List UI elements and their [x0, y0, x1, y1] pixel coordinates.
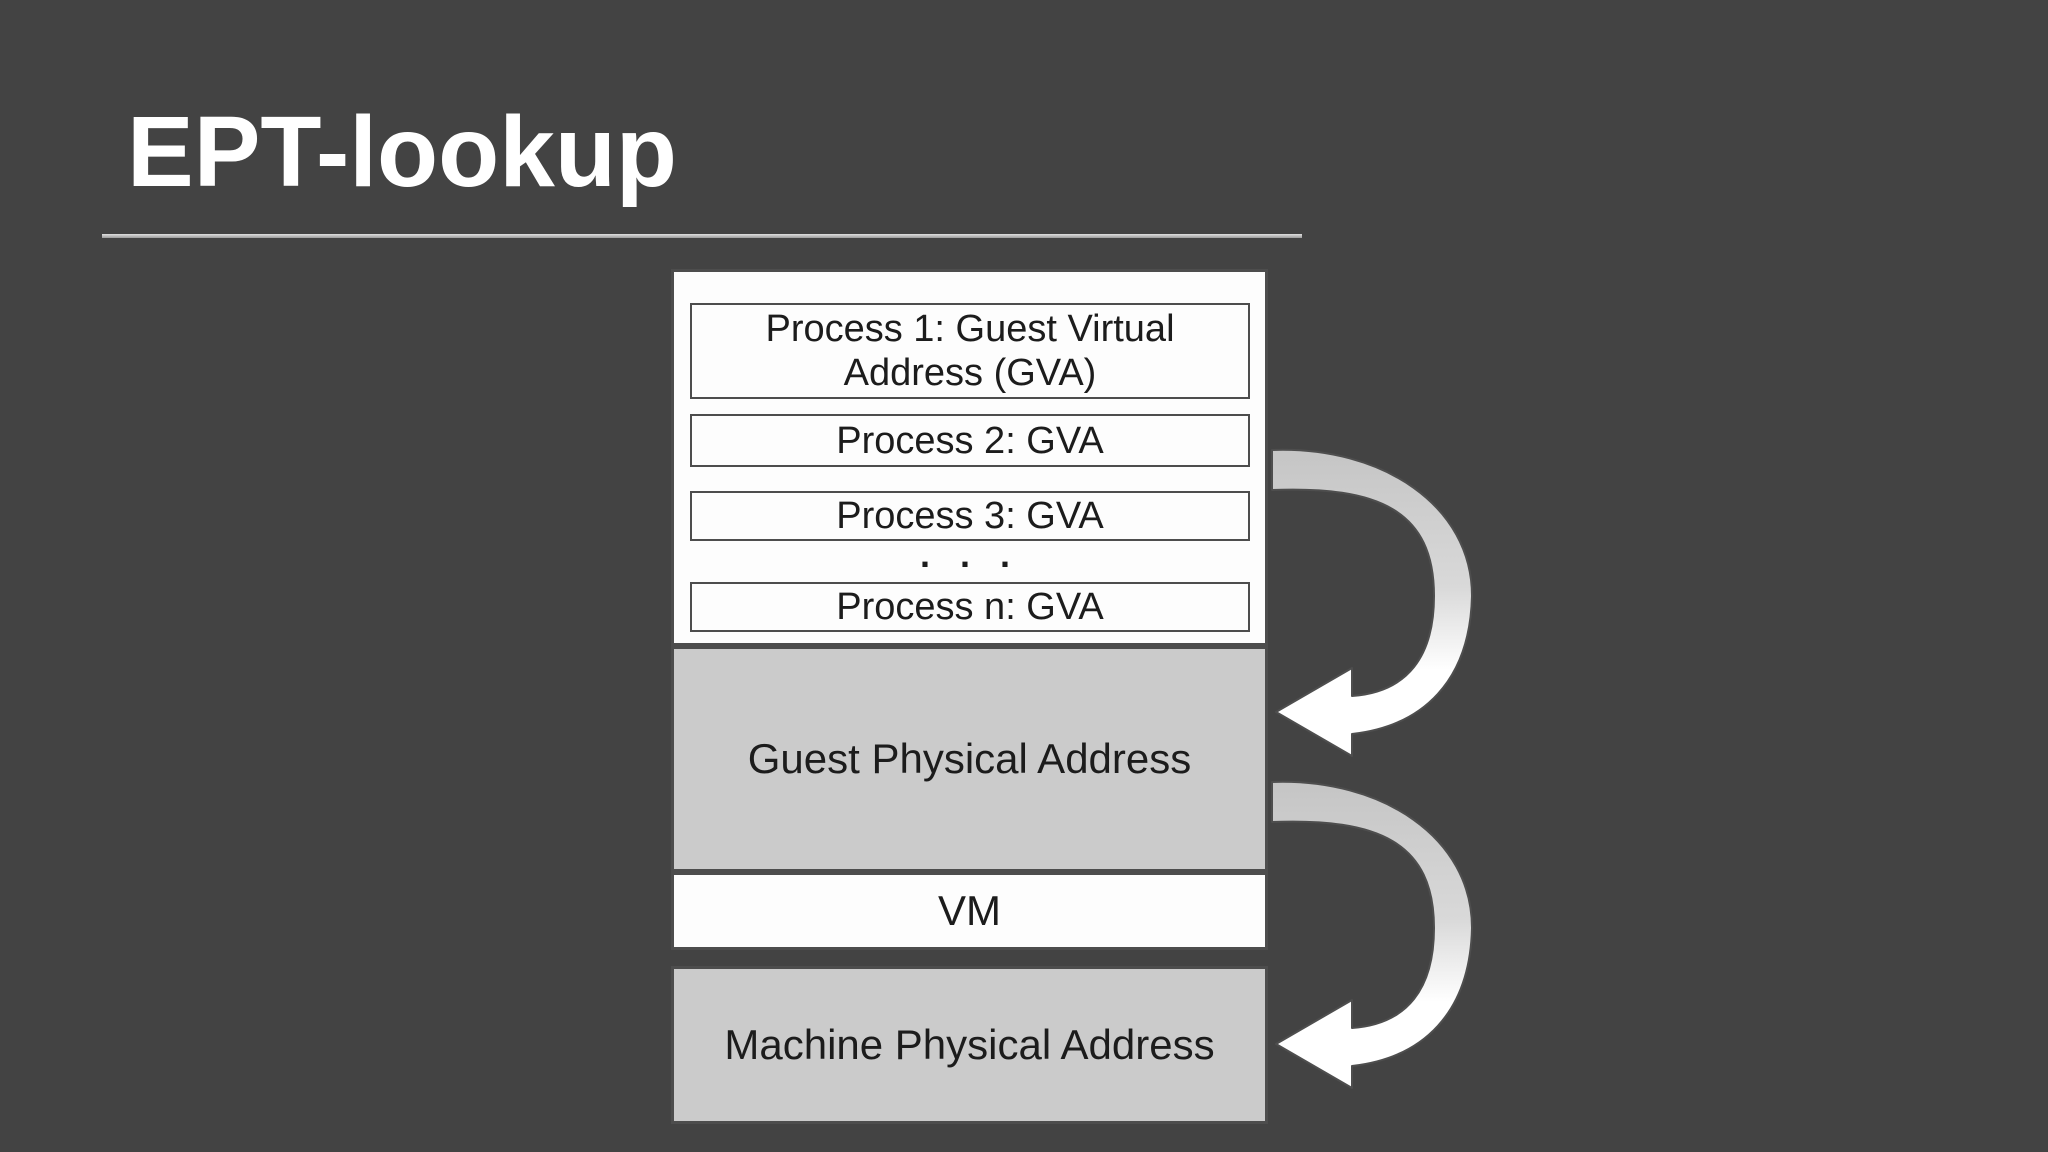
- process-3-label: Process 3: GVA: [836, 495, 1104, 537]
- process-2-gva-box: Process 2: GVA: [690, 414, 1250, 467]
- process-3-gva-box: Process 3: GVA: [690, 491, 1250, 541]
- guest-physical-to-machine-physical-arrow-icon: [1271, 780, 1473, 1089]
- title-underline-rule: [102, 234, 1302, 238]
- process-1-gva-box: Process 1: Guest Virtual Address (GVA): [690, 303, 1250, 399]
- gva-to-guest-physical-arrow-icon: [1271, 448, 1473, 757]
- process-n-gva-box: Process n: GVA: [690, 582, 1250, 632]
- vm-box: VM: [671, 872, 1268, 950]
- process-2-label: Process 2: GVA: [836, 419, 1104, 462]
- process-stack-container: Process 1: Guest Virtual Address (GVA) P…: [671, 269, 1268, 646]
- guest-physical-address-box: Guest Physical Address: [671, 646, 1268, 872]
- guest-physical-address-label: Guest Physical Address: [747, 735, 1192, 782]
- process-1-label: Process 1: Guest Virtual Address (GVA): [765, 308, 1175, 394]
- process-ellipsis: . . .: [919, 534, 1020, 575]
- vm-label: VM: [938, 887, 1001, 934]
- process-n-label: Process n: GVA: [836, 586, 1104, 628]
- machine-physical-address-box: Machine Physical Address: [671, 966, 1268, 1124]
- slide-title: EPT-lookup: [127, 96, 677, 208]
- machine-physical-address-label: Machine Physical Address: [724, 1021, 1215, 1068]
